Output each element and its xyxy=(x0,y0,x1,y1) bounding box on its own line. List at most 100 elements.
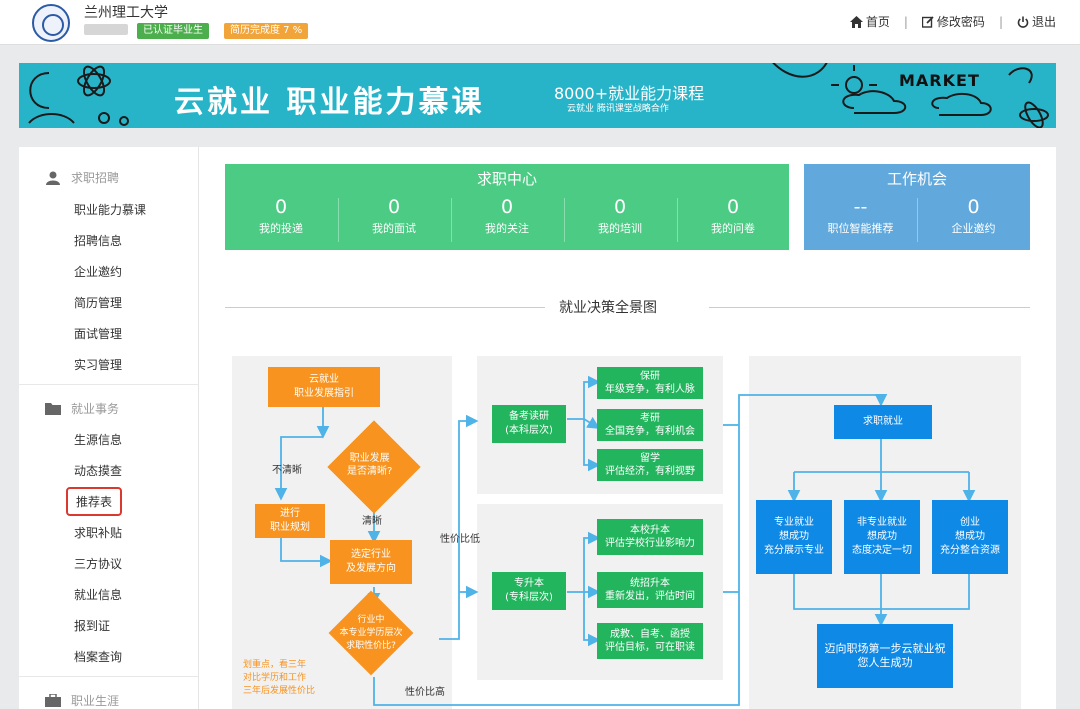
resume-completion-badge: 简历完成度 7 % xyxy=(224,23,309,39)
sidebar-item-resume[interactable]: 简历管理 xyxy=(74,296,123,310)
flow-exam-node: 备考读研 (本科层次) xyxy=(492,405,566,443)
home-icon xyxy=(849,15,863,28)
sidebar-item-mooc[interactable]: 职业能力慕课 xyxy=(74,203,147,217)
sidebar-group-recruit[interactable]: 求职招聘 xyxy=(45,169,119,186)
stat-divider xyxy=(677,198,678,242)
flow-decision-clarity-text: 职业发展 是否清晰? xyxy=(347,453,393,477)
stat-label: 职位智能推荐 xyxy=(827,222,894,235)
job-center-panel: 求职中心 0 我的投递 0 我的面试 0 我的关注 0 我的培训 0 我的问卷 xyxy=(225,164,789,250)
flow-note: 划重点，看三年 对比学历和工作 三年后发展性价比 xyxy=(243,660,316,696)
change-password-label: 修改密码 xyxy=(936,15,985,29)
banner-title: 云就业 职业能力慕课 xyxy=(174,85,485,120)
flow-upgrade-option: 本校升本 评估学校行业影响力 xyxy=(597,519,703,555)
stat-divider xyxy=(564,198,565,242)
stat-my-training[interactable]: 0 我的培训 xyxy=(564,196,676,236)
stat-divider xyxy=(338,198,339,242)
sidebar-item-invitations[interactable]: 企业邀约 xyxy=(74,265,123,279)
stat-my-applications[interactable]: 0 我的投递 xyxy=(225,196,337,236)
sidebar-group-label: 职业生涯 xyxy=(71,694,120,708)
stat-label: 我的问卷 xyxy=(711,222,755,235)
nav-separator: | xyxy=(998,14,1003,29)
briefcase-icon xyxy=(45,694,61,707)
sidebar-item-employment-info[interactable]: 就业信息 xyxy=(74,588,123,602)
flow-job-option: 非专业就业 想成功 态度决定一切 xyxy=(844,500,920,574)
top-nav: 首页 | 修改密码 | 退出 xyxy=(849,13,1056,30)
flow-upgrade-node: 专升本 (专科层次) xyxy=(492,572,566,610)
stat-my-questionnaires[interactable]: 0 我的问卷 xyxy=(677,196,789,236)
stat-label: 我的投递 xyxy=(259,222,303,235)
sidebar-item-jobs[interactable]: 招聘信息 xyxy=(74,234,123,248)
section-rule xyxy=(225,307,545,308)
sidebar-item-source-info[interactable]: 生源信息 xyxy=(74,433,123,447)
flow-job-option: 创业 想成功 充分整合资源 xyxy=(932,500,1008,574)
university-logo xyxy=(32,4,70,42)
stat-value: 0 xyxy=(500,196,514,218)
job-center-title: 求职中心 xyxy=(476,170,537,188)
banner-market-text: MARKET xyxy=(899,71,980,90)
home-link[interactable]: 首页 xyxy=(849,13,890,30)
sidebar-item-archive[interactable]: 档案查询 xyxy=(74,650,123,664)
sidebar-item-report-card[interactable]: 报到证 xyxy=(74,619,111,633)
sidebar-item-agreement[interactable]: 三方协议 xyxy=(74,557,123,571)
change-password-link[interactable]: 修改密码 xyxy=(921,13,985,30)
verified-badge: 已认证毕业生 xyxy=(137,23,209,39)
work-opportunity-panel: 工作机会 -- 职位智能推荐 0 企业邀约 xyxy=(804,164,1030,250)
folder-icon xyxy=(45,403,61,415)
section-title: 就业决策全景图 xyxy=(559,300,657,316)
stat-divider xyxy=(917,198,918,242)
sidebar-group-label: 求职招聘 xyxy=(71,171,120,185)
flow-career-plan-node: 进行 职业规划 xyxy=(255,504,325,538)
user-name-blurred xyxy=(84,24,128,35)
flow-upgrade-option: 成教、自考、函授 评估目标，可在职读 xyxy=(597,623,703,659)
logout-link[interactable]: 退出 xyxy=(1017,13,1056,30)
sidebar-item-internship[interactable]: 实习管理 xyxy=(74,358,123,372)
stat-smart-recommend[interactable]: -- 职位智能推荐 xyxy=(804,196,917,236)
top-header: 兰州理工大学 已认证毕业生 简历完成度 7 % 首页 | 修改密码 | 退出 xyxy=(0,0,1080,45)
sidebar-group-career[interactable]: 职业生涯 xyxy=(45,692,119,709)
mooc-banner[interactable]: 云就业 职业能力慕课 8000+就业能力课程 云就业 腾讯课堂战略合作 MARK… xyxy=(19,63,1056,128)
banner-subtitle-small: 云就业 腾讯课堂战略合作 xyxy=(567,104,669,114)
sidebar-item-subsidy[interactable]: 求职补贴 xyxy=(74,526,123,540)
sidebar-item-survey[interactable]: 动态摸查 xyxy=(74,464,123,478)
stat-value: 0 xyxy=(274,196,288,218)
stat-my-follows[interactable]: 0 我的关注 xyxy=(451,196,563,236)
university-name: 兰州理工大学 xyxy=(84,5,168,21)
flow-job-node: 求职就业 xyxy=(834,405,932,439)
flow-label-clear: 清晰 xyxy=(362,516,382,527)
banner-doodles xyxy=(28,63,1049,128)
flow-exam-option: 考研 全国竞争，有利机会 xyxy=(597,409,703,441)
flow-label-low-value: 性价比低 xyxy=(440,534,480,545)
sidebar-group-label: 就业事务 xyxy=(71,402,120,416)
section-rule xyxy=(709,307,1030,308)
stat-label: 我的培训 xyxy=(598,222,642,235)
flow-choose-industry-node: 选定行业 及发展方向 xyxy=(330,540,412,584)
main-content: 求职招聘 职业能力慕课 招聘信息 企业邀约 简历管理 面试管理 实习管理 就业事… xyxy=(19,147,1056,709)
logout-label: 退出 xyxy=(1031,15,1056,29)
sidebar: 求职招聘 职业能力慕课 招聘信息 企业邀约 简历管理 面试管理 实习管理 就业事… xyxy=(19,147,199,709)
stat-value: 0 xyxy=(726,196,740,218)
stat-value: -- xyxy=(853,196,868,218)
edit-icon xyxy=(921,15,934,28)
sidebar-item-interview[interactable]: 面试管理 xyxy=(74,327,123,341)
stat-value: 0 xyxy=(967,196,980,218)
sidebar-divider xyxy=(19,676,199,677)
flow-final-node: 迈向职场第一步云就业祝 您人生成功 xyxy=(817,624,953,688)
flow-start-node: 云就业 职业发展指引 xyxy=(268,367,380,407)
stat-label: 企业邀约 xyxy=(951,222,996,235)
flow-exam-option: 保研 年级竞争，有利人脉 xyxy=(597,367,703,399)
stat-company-invites[interactable]: 0 企业邀约 xyxy=(917,196,1030,236)
work-opportunity-title: 工作机会 xyxy=(886,170,947,188)
banner-subtitle: 8000+就业能力课程 xyxy=(554,84,705,103)
nav-separator: | xyxy=(903,14,908,29)
sidebar-group-affairs[interactable]: 就业事务 xyxy=(45,400,119,417)
stat-my-interviews[interactable]: 0 我的面试 xyxy=(338,196,450,236)
flow-exam-option: 留学 评估经济，有利视野 xyxy=(597,449,703,481)
stat-value: 0 xyxy=(613,196,627,218)
stat-value: 0 xyxy=(387,196,401,218)
flow-decision-value-text: 行业中 本专业学历层次 求职性价比? xyxy=(339,615,403,651)
flow-connectors xyxy=(274,375,976,706)
stat-divider xyxy=(451,198,452,242)
sidebar-item-recommendation[interactable]: 推荐表 xyxy=(66,487,123,516)
user-icon xyxy=(46,171,60,185)
home-link-label: 首页 xyxy=(865,15,890,29)
